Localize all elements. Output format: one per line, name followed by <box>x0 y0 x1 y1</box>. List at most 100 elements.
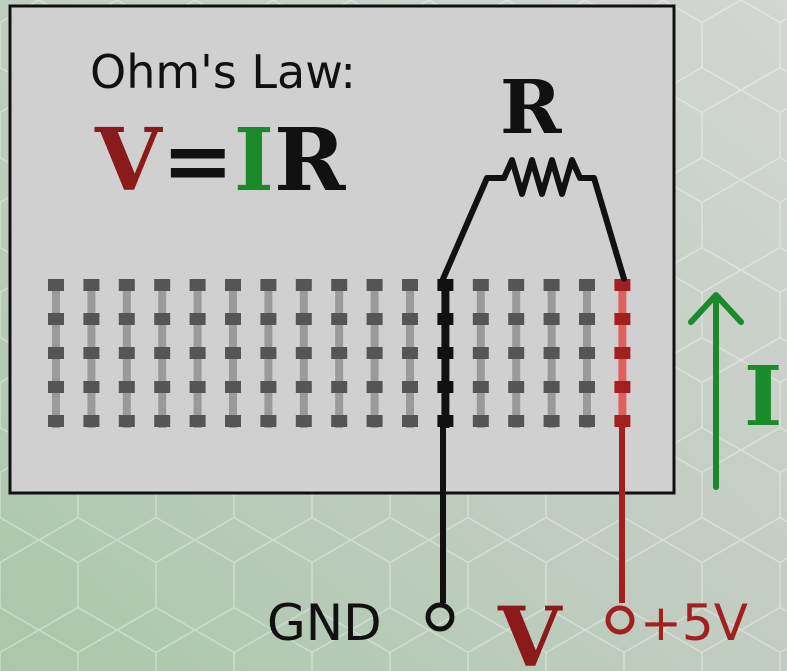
breadboard-hole <box>83 381 100 393</box>
breadboard-hole <box>154 415 171 427</box>
breadboard-hole <box>83 279 100 291</box>
breadboard-hole <box>260 415 277 427</box>
breadboard-hole <box>260 313 277 325</box>
breadboard-holes <box>48 279 631 428</box>
equation-equals: = <box>162 110 234 211</box>
breadboard-hole <box>225 347 241 359</box>
breadboard-hole <box>295 347 312 359</box>
breadboard-hole <box>366 415 383 427</box>
breadboard-hole <box>543 279 560 291</box>
breadboard-hole <box>83 347 100 359</box>
breadboard-hole <box>260 279 277 291</box>
breadboard-hole <box>331 313 348 325</box>
breadboard-hole <box>614 313 631 325</box>
breadboard-hole <box>508 381 525 393</box>
breadboard-hole <box>189 381 206 393</box>
breadboard-hole <box>366 279 383 291</box>
breadboard-hole <box>83 313 100 325</box>
breadboard-hole <box>614 381 631 393</box>
breadboard-hole <box>402 313 418 325</box>
current-arrow-icon <box>688 292 744 490</box>
breadboard-hole <box>189 415 206 427</box>
breadboard-hole <box>48 279 64 291</box>
breadboard-hole <box>260 347 277 359</box>
supply-terminal-icon <box>605 605 635 635</box>
resistor <box>440 157 627 282</box>
breadboard-hole <box>260 381 277 393</box>
breadboard-hole <box>331 381 348 393</box>
breadboard-hole <box>508 279 525 291</box>
breadboard-hole <box>225 313 241 325</box>
breadboard-hole <box>579 415 595 427</box>
breadboard-hole <box>154 381 171 393</box>
equation-v: V <box>94 110 163 211</box>
breadboard-hole <box>331 347 348 359</box>
supply-label: +5V <box>640 594 748 652</box>
breadboard-hole <box>366 347 383 359</box>
breadboard-hole <box>48 381 64 393</box>
breadboard-hole <box>472 347 489 359</box>
breadboard-hole <box>366 381 383 393</box>
breadboard-hole <box>83 415 100 427</box>
breadboard-hole <box>225 381 241 393</box>
equation-i: I <box>234 110 274 211</box>
breadboard-hole <box>331 415 348 427</box>
breadboard-hole <box>543 347 560 359</box>
breadboard-hole <box>579 347 595 359</box>
voltage-label: V <box>497 590 563 671</box>
breadboard-hole <box>614 415 631 427</box>
equation-r: R <box>274 110 346 211</box>
breadboard-hole <box>472 313 489 325</box>
breadboard-hole <box>118 381 135 393</box>
breadboard-hole <box>118 313 135 325</box>
title: Ohm's Law: <box>90 45 356 99</box>
breadboard-hole <box>189 313 206 325</box>
breadboard-hole <box>48 347 64 359</box>
breadboard-hole <box>118 415 135 427</box>
breadboard-hole <box>402 347 418 359</box>
breadboard-hole <box>472 415 489 427</box>
breadboard-hole <box>154 313 171 325</box>
breadboard-hole <box>614 279 631 291</box>
breadboard-hole <box>331 279 348 291</box>
current-label: I <box>744 349 782 445</box>
breadboard-hole <box>154 347 171 359</box>
breadboard-hole <box>189 347 206 359</box>
breadboard-hole <box>508 347 525 359</box>
breadboard-hole <box>154 279 171 291</box>
breadboard-hole <box>579 313 595 325</box>
breadboard-hole <box>437 347 454 359</box>
breadboard-hole <box>118 279 135 291</box>
breadboard-hole <box>225 279 241 291</box>
resistor-label: R <box>500 65 562 151</box>
breadboard-hole <box>437 313 454 325</box>
breadboard-hole <box>225 415 241 427</box>
breadboard-hole <box>508 415 525 427</box>
breadboard-hole <box>295 381 312 393</box>
gnd-label: GND <box>267 594 382 652</box>
breadboard-hole <box>402 381 418 393</box>
breadboard-hole <box>437 381 454 393</box>
breadboard-hole <box>189 279 206 291</box>
breadboard-hole <box>48 415 64 427</box>
breadboard-hole <box>402 415 418 427</box>
breadboard-hole <box>295 279 312 291</box>
breadboard-hole <box>543 313 560 325</box>
breadboard-hole <box>614 347 631 359</box>
breadboard-hole <box>295 415 312 427</box>
breadboard-hole <box>472 381 489 393</box>
breadboard-hole <box>579 279 595 291</box>
ground-terminal-icon <box>425 602 455 632</box>
breadboard-hole <box>579 381 595 393</box>
breadboard-hole <box>48 313 64 325</box>
breadboard-hole <box>437 279 454 291</box>
breadboard-hole <box>295 313 312 325</box>
breadboard-hole <box>118 347 135 359</box>
ohms-law-equation: V=IR <box>94 110 346 211</box>
breadboard-hole <box>402 279 418 291</box>
breadboard-hole <box>508 313 525 325</box>
breadboard-hole <box>543 381 560 393</box>
breadboard-hole <box>472 279 489 291</box>
breadboard-hole <box>543 415 560 427</box>
